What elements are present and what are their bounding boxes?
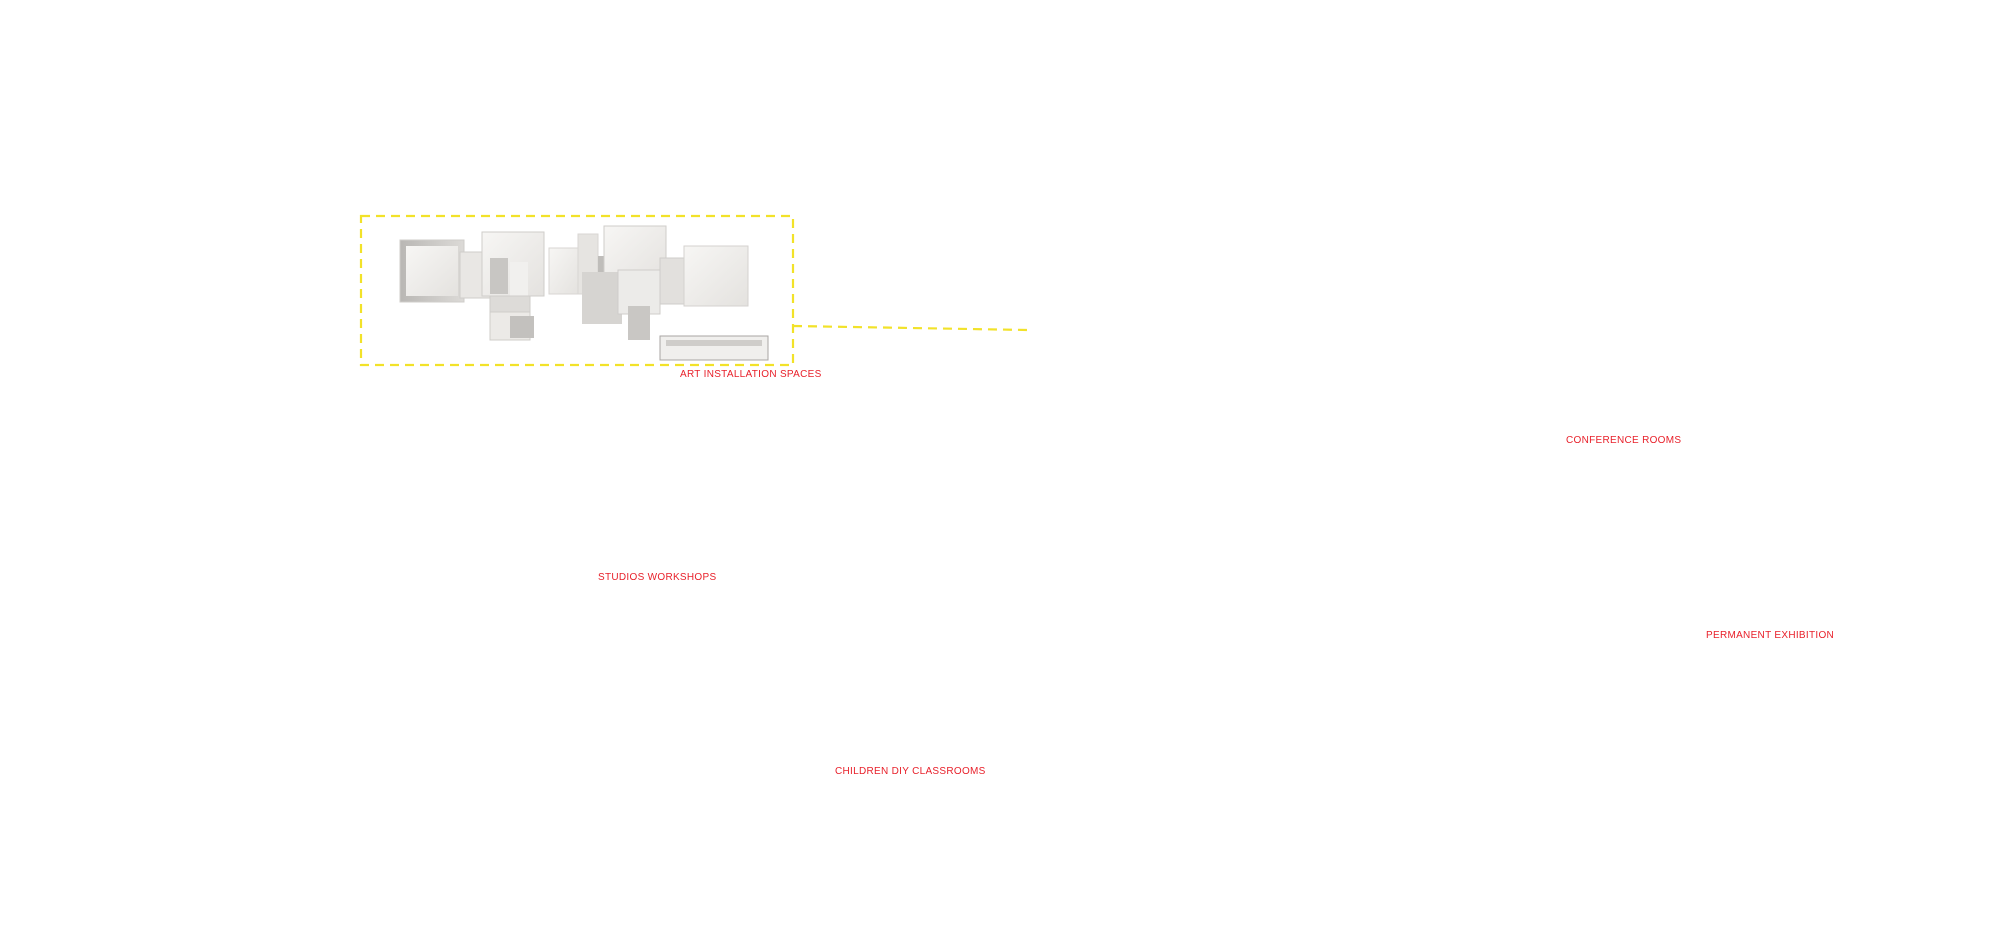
permanent-exhibition-label: PERMANENT EXHIBITION [1706,630,1835,641]
art-installation-label: ART INSTALLATION SPACES [680,369,822,380]
art-installation-leader [792,324,1029,332]
children-diy-label: CHILDREN DIY CLASSROOMS [835,766,986,777]
art-installation-model [399,225,769,361]
art-installation-frame [359,214,795,367]
zone-art-installation [359,214,1029,367]
studios-workshops-label: STUDIOS WORKSHOPS [598,572,717,583]
conference-rooms-label: CONFERENCE ROOMS [1566,435,1682,446]
